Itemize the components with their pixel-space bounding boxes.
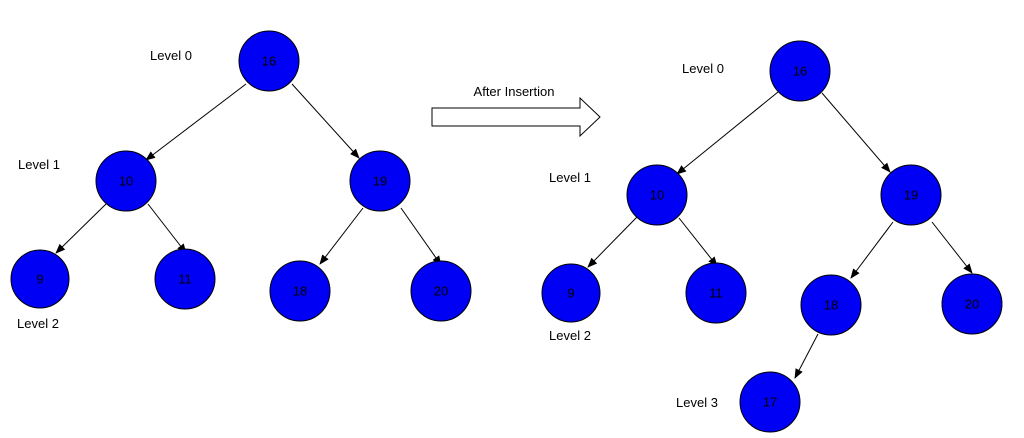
level-label: Level 0 (682, 61, 724, 76)
tree-node: 16 (238, 30, 300, 92)
edge-16-10 (145, 83, 247, 161)
tree-node: 16 (769, 40, 831, 102)
edge-18-17 (794, 333, 819, 379)
transition-label: After Insertion (474, 84, 555, 99)
tree-node: 11 (685, 262, 747, 324)
node-label: 11 (178, 272, 192, 287)
tree-node: 19 (349, 150, 411, 212)
edge-16-19 (821, 92, 891, 173)
node-label: 18 (293, 284, 307, 299)
edge-16-10 (676, 91, 779, 175)
edge-19-20 (400, 207, 442, 266)
tree-node: 20 (941, 273, 1003, 335)
tree-node: 9 (10, 249, 70, 309)
tree-node: 10 (95, 150, 157, 212)
after-tree: 16 10 19 9 11 18 20 17 Level (541, 40, 1003, 433)
node-label: 20 (965, 297, 979, 312)
edge-10-9 (587, 216, 638, 268)
level-label: Level 0 (150, 48, 192, 63)
right-arrow-icon (431, 96, 601, 138)
tree-node: 10 (626, 164, 688, 226)
tree-node: 18 (800, 274, 862, 336)
level-label: Level 2 (549, 328, 591, 343)
node-label: 10 (119, 174, 133, 189)
node-label: 20 (434, 284, 448, 299)
tree-node: 11 (154, 248, 216, 310)
edge-10-9 (55, 203, 107, 254)
level-label: Level 2 (17, 316, 59, 331)
node-label: 9 (36, 272, 43, 287)
edge-10-11 (147, 203, 187, 254)
transition-arrow: After Insertion (431, 84, 601, 138)
node-label: 19 (373, 174, 387, 189)
edge-16-19 (291, 83, 360, 159)
level-label: Level 3 (676, 395, 718, 410)
edge-10-11 (678, 217, 718, 267)
tree-node: 19 (880, 164, 942, 226)
node-label: 11 (709, 286, 723, 301)
node-label: 10 (650, 188, 664, 203)
node-label: 17 (763, 395, 777, 410)
node-label: 16 (793, 64, 807, 79)
tree-node: 20 (410, 260, 472, 322)
edge-19-18 (319, 207, 364, 265)
tree-node: 9 (541, 263, 601, 323)
edge-19-20 (931, 221, 973, 274)
before-tree: 16 10 19 9 11 18 20 Level 0 Level 1 Leve… (10, 30, 472, 331)
edge-19-18 (850, 221, 894, 279)
tree-node: 17 (739, 371, 801, 433)
node-label: 18 (824, 298, 838, 313)
level-label: Level 1 (549, 170, 591, 185)
level-label: Level 1 (18, 157, 60, 172)
tree-node: 18 (269, 260, 331, 322)
node-label: 16 (262, 54, 276, 69)
node-label: 19 (904, 188, 918, 203)
node-label: 9 (567, 286, 574, 301)
